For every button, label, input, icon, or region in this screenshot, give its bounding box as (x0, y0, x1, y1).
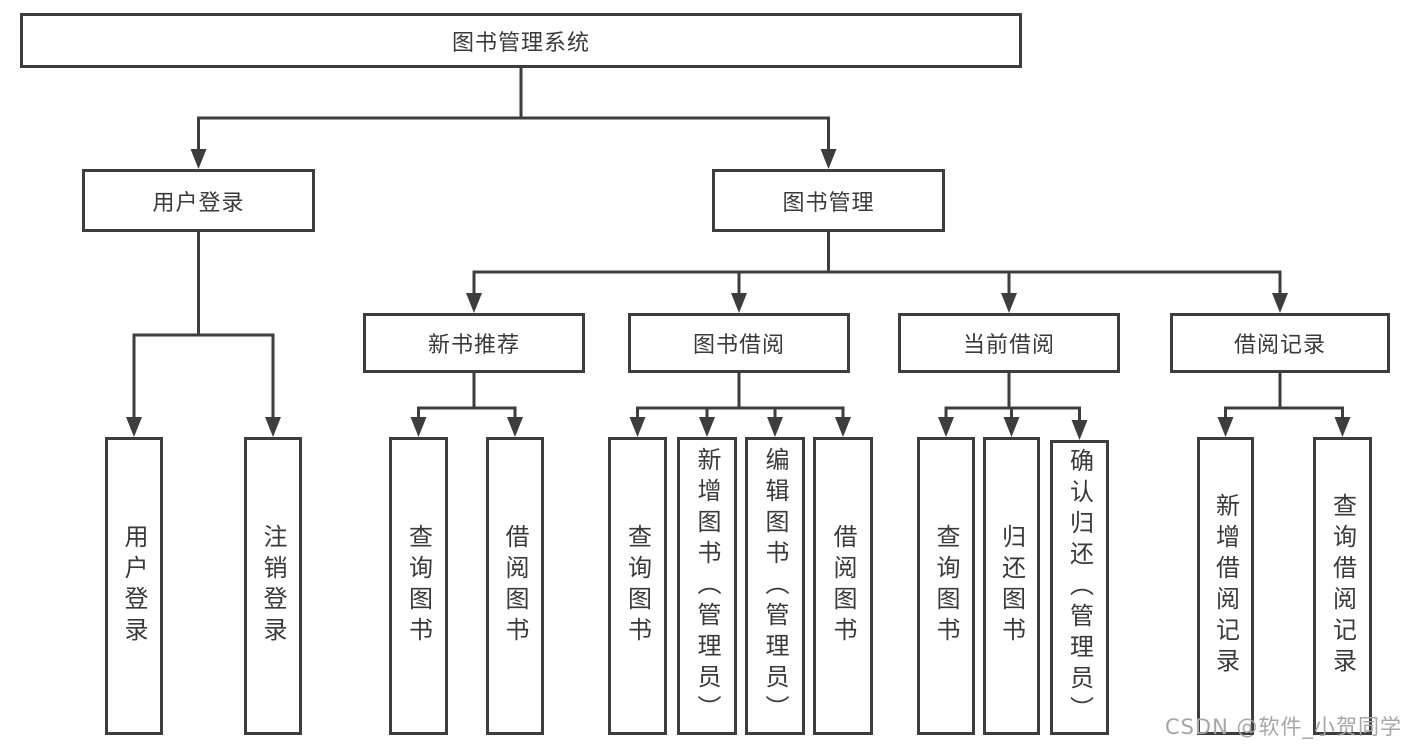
arrowhead-icon (410, 417, 427, 437)
node-record-add: 新增借阅记录 (1197, 437, 1254, 735)
node-label: 归还图书 (997, 524, 1026, 648)
arrowhead-icon (1071, 420, 1088, 440)
node-label: 用户登录 (120, 524, 148, 648)
edge-book-mgmt (466, 232, 1288, 313)
node-cur-confirm: 确认归还（管理员） (1050, 440, 1109, 735)
node-rec: 新书推荐 (363, 313, 585, 373)
csdn-watermark: CSDN @软件_小贺同学 (1164, 715, 1402, 739)
node-label: 新书推荐 (427, 333, 520, 358)
arrowhead-icon (265, 417, 281, 437)
node-cur-return: 归还图书 (983, 437, 1040, 735)
node-book-mgmt: 图书管理 (712, 169, 945, 232)
edge-root (190, 68, 837, 169)
node-login-user: 用户登录 (105, 437, 163, 735)
node-borrow-edit: 编辑图书（管理员） (745, 437, 805, 735)
arrowhead-icon (507, 417, 523, 437)
node-record: 借阅记录 (1170, 313, 1390, 373)
arrowhead-icon (1001, 293, 1017, 313)
node-label: 图书管理系统 (451, 30, 590, 56)
arrowhead-icon (731, 293, 747, 313)
node-label: 图书借阅 (692, 333, 785, 358)
arrowhead-icon (1334, 417, 1351, 437)
arrowhead-icon (629, 417, 646, 437)
node-borrow-query: 查询图书 (608, 437, 667, 735)
node-label: 借阅图书 (829, 524, 857, 648)
arrowhead-icon (1217, 417, 1234, 437)
node-current: 当前借阅 (898, 313, 1120, 373)
edge-rec (410, 373, 523, 437)
node-rec-query: 查询图书 (389, 437, 448, 735)
arrowhead-icon (938, 417, 954, 437)
node-label: 查询图书 (932, 524, 960, 648)
node-cur-query: 查询图书 (917, 437, 975, 735)
arrowhead-icon (1272, 293, 1288, 313)
arrowhead-icon (126, 417, 142, 437)
arrowhead-icon (835, 417, 851, 437)
node-label: 查询图书 (623, 524, 652, 648)
node-rec-borrow: 借阅图书 (486, 437, 544, 735)
node-label: 借阅图书 (501, 524, 529, 648)
node-label: 注销登录 (259, 524, 287, 648)
arrowhead-icon (190, 149, 207, 169)
edge-record (1217, 373, 1351, 437)
node-label: 新增借阅记录 (1211, 493, 1240, 679)
edge-current (938, 373, 1088, 440)
node-label: 编辑图书（管理员） (761, 446, 789, 726)
arrowhead-icon (820, 149, 837, 169)
node-borrow-add: 新增图书（管理员） (677, 437, 737, 735)
node-label: 借阅记录 (1233, 333, 1326, 358)
node-label: 查询借阅记录 (1328, 493, 1357, 679)
node-label: 用户登录 (152, 190, 245, 216)
node-login-logout: 注销登录 (244, 437, 302, 735)
node-borrow-borrow: 借阅图书 (813, 437, 873, 735)
arrowhead-icon (1003, 417, 1020, 437)
node-record-query: 查询借阅记录 (1313, 437, 1372, 735)
node-login: 用户登录 (82, 169, 315, 232)
arrowhead-icon (466, 293, 482, 313)
node-root: 图书管理系统 (20, 13, 1022, 68)
edge-login (126, 232, 281, 437)
node-label: 图书管理 (782, 190, 875, 216)
node-label: 查询图书 (404, 524, 433, 648)
arrowhead-icon (767, 417, 783, 437)
node-borrow: 图书借阅 (628, 313, 850, 373)
edge-borrow (629, 373, 851, 437)
node-label: 新增图书（管理员） (693, 446, 721, 726)
node-label: 确认归还（管理员） (1065, 448, 1094, 727)
arrowhead-icon (699, 417, 715, 437)
node-label: 当前借阅 (962, 333, 1055, 358)
